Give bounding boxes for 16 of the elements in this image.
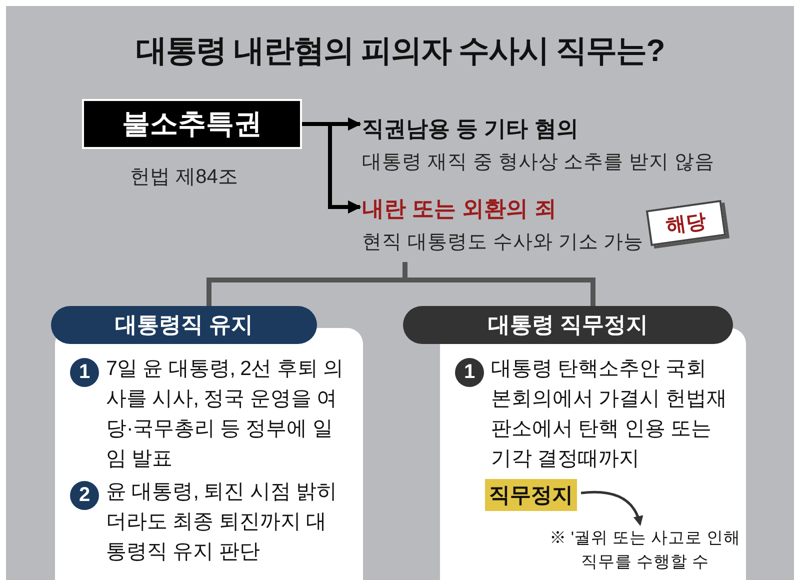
heading-text: 내란 또는 외환의 죄 — [362, 195, 556, 223]
heading-pill: 대통령 직무정지 — [403, 306, 733, 344]
title: 대통령 내란혐의 피의자 수사시 직무는? — [134, 32, 666, 70]
item-text: 윤 대통령, 퇴진 시점 밝히더라도 최종 퇴진까지 대통령직 유지 판단 — [106, 479, 338, 565]
heading-text: 직권남용 등 기타 혐의 — [362, 115, 578, 143]
caption-text: 헌법 제84조 — [129, 165, 239, 190]
heading-pill: 대통령직 유지 — [51, 306, 317, 344]
highlight-label: 직무정지 — [485, 479, 577, 511]
item-text: 대통령 탄핵소추안 국회 본회의에서 가결시 헌법재판소에서 탄핵 인용 또는 기각 결정때까지 — [491, 356, 727, 472]
arrow — [302, 122, 362, 214]
note-text: ※ '궐위 또는 사고로 인해 직무를 수행할 수 — [545, 526, 745, 574]
item-text: 7일 윤 대통령, 2선 후퇴 의사를 시사, 정국 운영을 여당·국무총리 등 정부에 일임 발표 — [106, 356, 344, 472]
body-text: 현직 대통령도 수사와 기소 가능 — [362, 230, 644, 255]
label-box: 불소추특권 — [82, 99, 302, 149]
body-text: 대통령 재직 중 형사상 소추를 받지 않음 — [362, 150, 715, 175]
arrow — [580, 490, 643, 526]
